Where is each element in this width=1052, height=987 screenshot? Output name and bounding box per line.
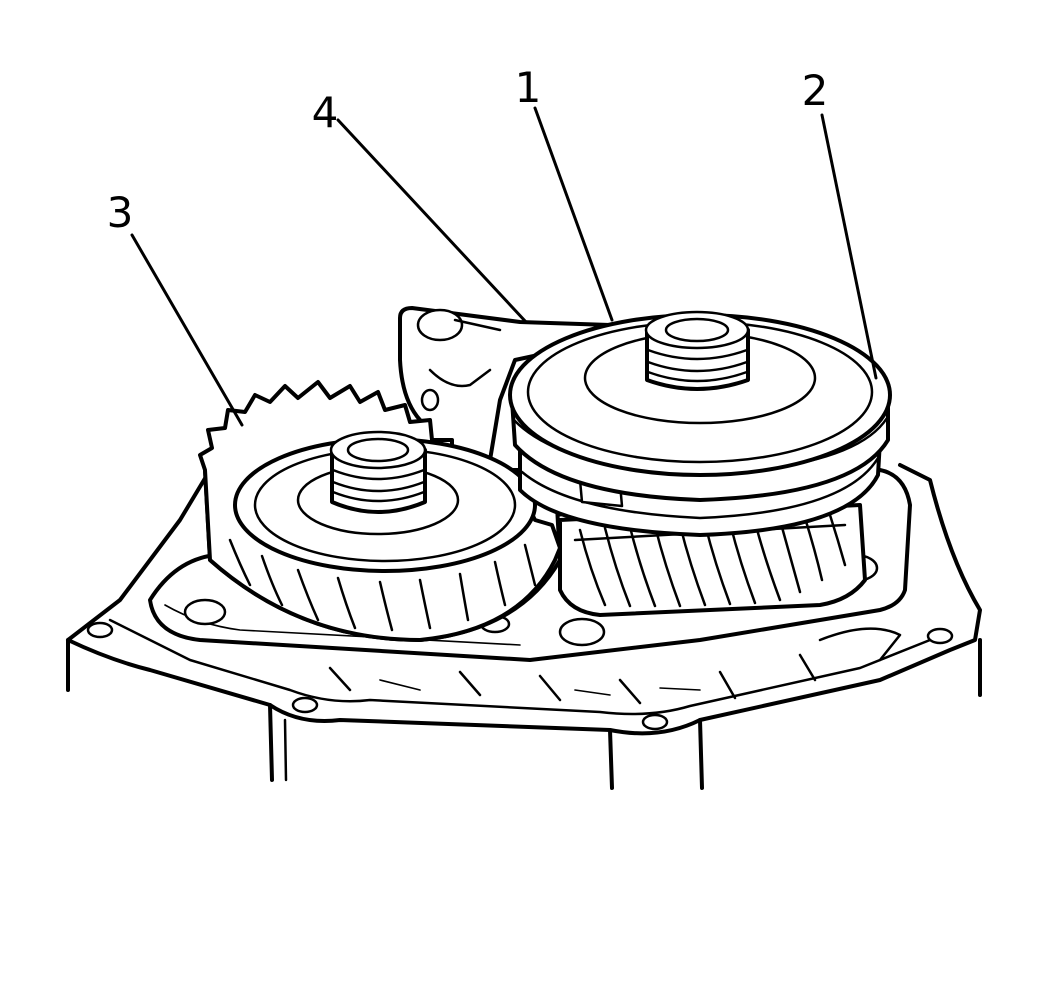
case-housing <box>66 463 982 790</box>
callout-4: 4 <box>312 88 339 137</box>
leader-line-4 <box>336 118 528 324</box>
leader-line-1 <box>533 106 614 322</box>
gear-part-3 <box>198 380 562 642</box>
helical-gear-cluster <box>558 503 867 617</box>
callout-1: 1 <box>515 63 542 112</box>
leader-lines <box>130 106 878 427</box>
leader-line-3 <box>130 233 244 427</box>
callout-2: 2 <box>802 66 829 115</box>
sprocket-parts-1-2 <box>508 310 892 537</box>
callouts: 1 2 3 4 <box>107 63 829 237</box>
callout-3: 3 <box>107 188 134 237</box>
flange-bolt-holes <box>86 621 954 731</box>
leader-line-2 <box>820 113 878 380</box>
